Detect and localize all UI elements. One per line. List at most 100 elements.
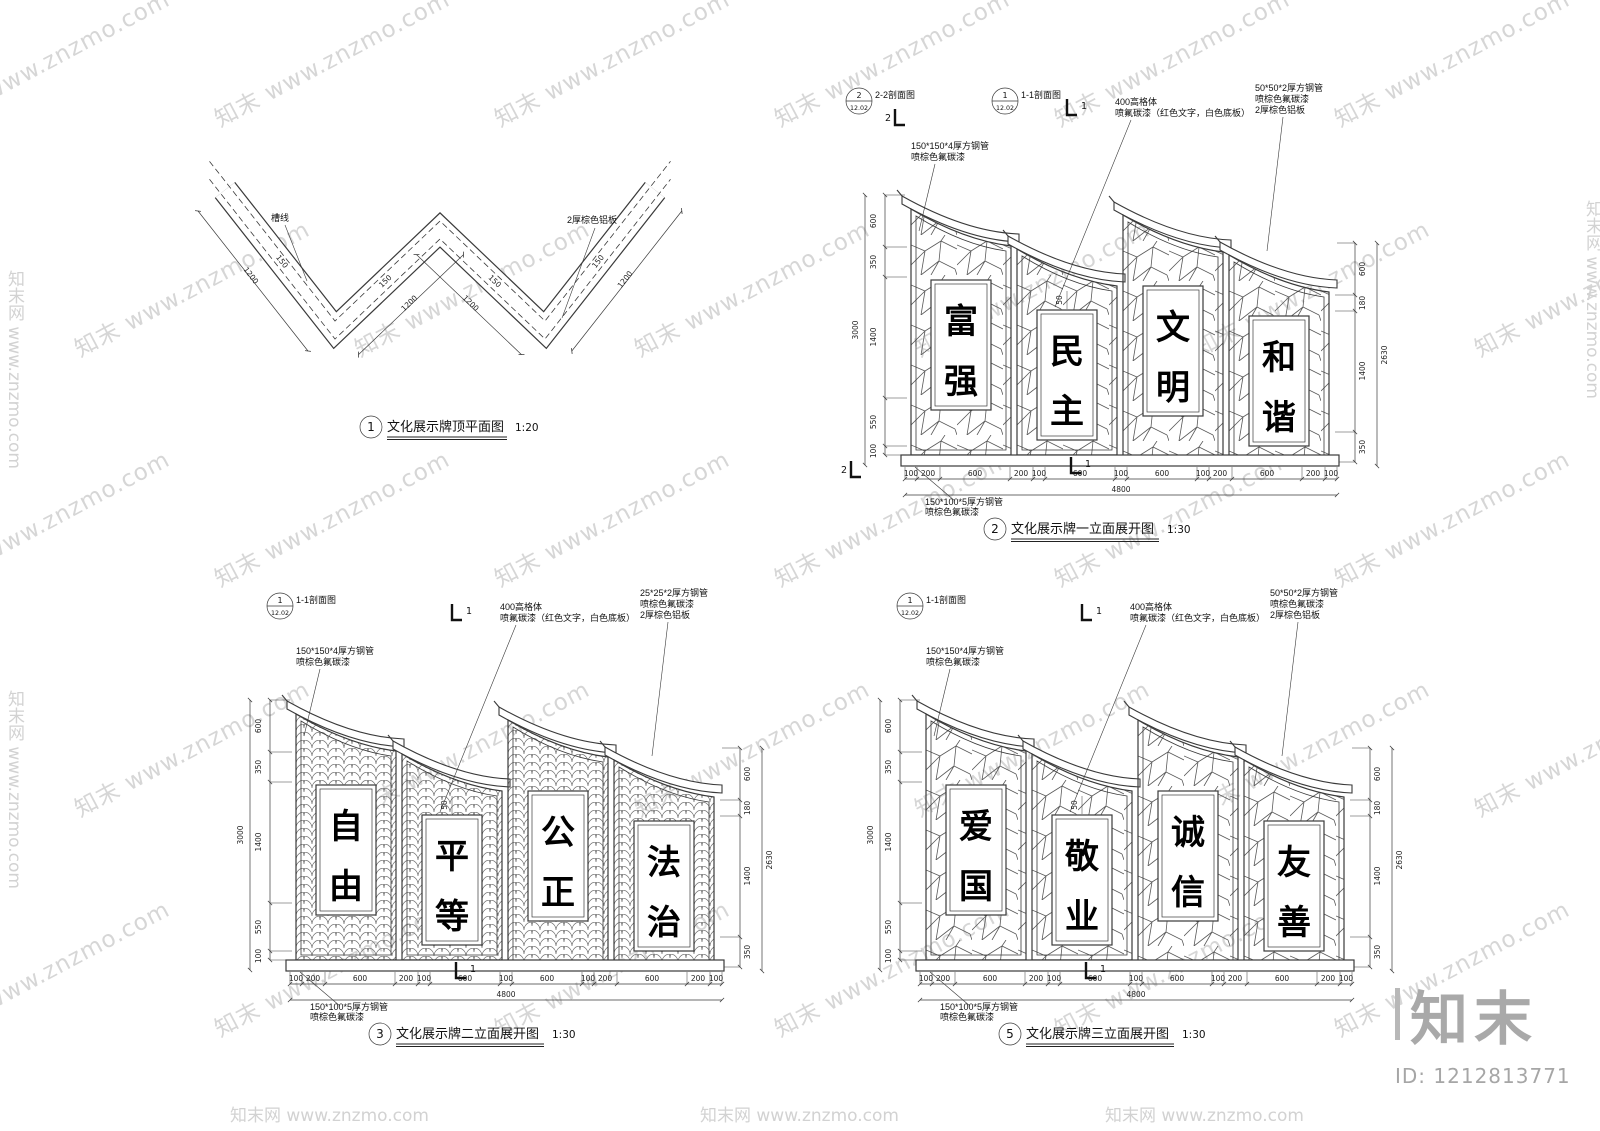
plaque-char: 由: [329, 868, 363, 906]
note-text: 150*100*5厚方钢管: [940, 1001, 1018, 1012]
plaque-char: 强: [944, 364, 978, 401]
callout-number: 2: [856, 91, 861, 100]
plaque-char: 明: [1156, 370, 1190, 407]
callout-label: 1-1剖面图: [296, 594, 336, 605]
drawing-scale: 1:30: [1182, 1029, 1206, 1041]
dim-label: 1200: [461, 293, 481, 313]
watermark-edge-text: 知末网 www.znzmo.com: [4, 690, 24, 889]
znzmo-logo: 知末 ID: 1212813771: [1395, 972, 1571, 1088]
note-text: 喷氟碳漆（红色文字，白色底板）: [1115, 107, 1250, 118]
drawing-number: 3: [376, 1027, 384, 1041]
logo-text: 知末: [1410, 985, 1539, 1053]
image-id: ID: 1212813771: [1395, 1064, 1571, 1088]
plaque-char: 公: [541, 815, 575, 852]
plaque-char: 主: [1050, 393, 1084, 431]
note-text: 喷棕色氟碳漆: [310, 1011, 364, 1022]
note-text: 喷棕色氟碳漆: [926, 656, 980, 667]
section-mark-number: 1: [1081, 101, 1087, 112]
note-text: 2厚棕色铝板: [1270, 609, 1320, 620]
note-text: 喷棕色氟碳漆: [296, 656, 350, 667]
callout-number: 1: [1002, 91, 1007, 100]
drawing-number: 1: [367, 420, 375, 434]
dim-label: 1200: [616, 269, 635, 290]
watermark-text: 知末 www.znzmo.com: [0, 0, 175, 133]
section-marks: 1 1 2 2: [841, 99, 1091, 479]
drawing-scale: 1:30: [1167, 524, 1191, 536]
plaque-char: 治: [647, 904, 681, 942]
drawing-number: 2: [991, 522, 999, 536]
watermark-edge-text: 知末网 www.znzmo.com: [700, 1106, 899, 1126]
watermark-edge-text: 知末网 www.znzmo.com: [1582, 200, 1600, 399]
note-text: 50*50*2厚方钢管: [1270, 587, 1338, 598]
watermark-edge-text: 知末网 www.znzmo.com: [1105, 1106, 1304, 1126]
plaque-char: 友: [1277, 844, 1311, 882]
note-text: 150*150*4厚方钢管: [911, 140, 989, 151]
watermark-text: 知末 www.znzmo.com: [0, 446, 175, 593]
watermark-text: 知末 www.znzmo.com: [0, 896, 175, 1043]
material-notes: 150*150*4厚方钢管 喷棕色氟碳漆 400高格体 喷氟碳漆（红色文字，白色…: [926, 587, 1338, 1022]
elevation-three-drawing: 爱 国 敬 业 诚 信 友 善 1 12.02 1-1剖面图 1 1 150*1…: [830, 587, 1430, 1047]
note-text: 喷棕色氟碳漆: [911, 151, 965, 162]
drawing-scale: 1:20: [515, 422, 539, 434]
drawing-title: 1 文化展示牌顶平面图 1:20: [359, 415, 539, 440]
section-mark-number: 2: [841, 465, 847, 476]
section-mark-number: 1: [470, 964, 476, 975]
plan-labels: 槽线 2厚棕色铝板: [271, 212, 617, 319]
note-text: 400高格体: [1130, 601, 1172, 612]
w-plan-strip: [209, 161, 671, 350]
plaque-char: 民: [1050, 334, 1084, 371]
drawing-title-text: 文化展示牌一立面展开图: [1011, 521, 1154, 536]
callout-sheet: 12.02: [996, 105, 1014, 112]
plaque-char: 自: [329, 808, 363, 846]
plaque-char: 富: [944, 302, 978, 341]
logo-bar: [1395, 988, 1400, 1040]
note-text: 喷氟碳漆（红色文字，白色底板）: [500, 612, 635, 623]
note-text: 150*100*5厚方钢管: [310, 1001, 388, 1012]
dim-label: 1200: [242, 265, 261, 286]
plaque-char: 信: [1171, 874, 1205, 912]
drawing-title: 3 文化展示牌二立面展开图 1:30: [368, 1022, 576, 1047]
dim-label: 1200: [399, 293, 419, 313]
section-mark-number: 1: [1100, 964, 1106, 975]
material-notes: 150*150*4厚方钢管 喷棕色氟碳漆 400高格体 喷氟碳漆（红色文字，白色…: [296, 587, 708, 1022]
panel-material-label: 2厚棕色铝板: [567, 214, 617, 225]
plaque-characters: 爱 国 敬 业 诚 信 友 善: [959, 808, 1311, 942]
section-mark-number: 2: [885, 113, 891, 124]
drawing-number: 5: [1006, 1027, 1014, 1041]
callout-sheet: 12.02: [901, 610, 919, 617]
section-mark-number: 1: [466, 606, 472, 617]
section-mark-number: 1: [1096, 606, 1102, 617]
watermark-text: 知末 www.znzmo.com: [1470, 216, 1600, 363]
section-callout-1-1: 1 12.02 1-1剖面图: [991, 87, 1061, 115]
drawing-title-text: 文化展示牌顶平面图: [387, 419, 504, 434]
note-text: 150*100*5厚方钢管: [925, 496, 1003, 507]
note-text: 2厚棕色铝板: [640, 609, 690, 620]
note-text: 喷棕色氟碳漆: [1255, 93, 1309, 104]
elevation-one-drawing: 富 强 民 主 文 明 和 谐 2 12.02 2-2剖面图 1 12.02 1…: [841, 82, 1415, 542]
note-text: 喷氟碳漆（红色文字，白色底板）: [1130, 612, 1265, 623]
plaque-char: 正: [541, 875, 575, 912]
plaque-char: 敬: [1064, 838, 1100, 876]
note-text: 150*150*4厚方钢管: [926, 645, 1004, 656]
watermark-edge-text: 知末网 www.znzmo.com: [230, 1106, 429, 1126]
drawing-title: 2 文化展示牌一立面展开图 1:30: [983, 517, 1191, 542]
plaque-char: 善: [1277, 904, 1311, 942]
note-text: 50*50*2厚方钢管: [1255, 82, 1323, 93]
plaque-char: 法: [647, 844, 681, 882]
plaque-char: 国: [959, 869, 993, 906]
plaque-characters: 自 由 平 等 公 正 法 治: [329, 808, 681, 942]
watermark-edge-text: 知末网 www.znzmo.com: [4, 270, 24, 469]
callout-sheet: 12.02: [850, 105, 868, 112]
section-marks: 1 1: [1080, 604, 1106, 980]
note-text: 150*150*4厚方钢管: [296, 645, 374, 656]
plaque-char: 文: [1156, 309, 1190, 347]
callout-sheet: 12.02: [271, 610, 289, 617]
plaque-char: 和: [1262, 339, 1296, 377]
note-text: 喷棕色氟碳漆: [640, 598, 694, 609]
drawing-title-text: 文化展示牌二立面展开图: [396, 1026, 539, 1041]
drawing-scale: 1:30: [552, 1029, 576, 1041]
elevation-two-drawing: 自 由 平 等 公 正 法 治 1 12.02 1-1剖面图 1 1 150*1…: [200, 587, 800, 1047]
plan-view-drawing: 1200 1200 1200 1200 150 150 150 150 槽线 2…: [195, 161, 683, 440]
plaque-char: 等: [435, 898, 469, 936]
